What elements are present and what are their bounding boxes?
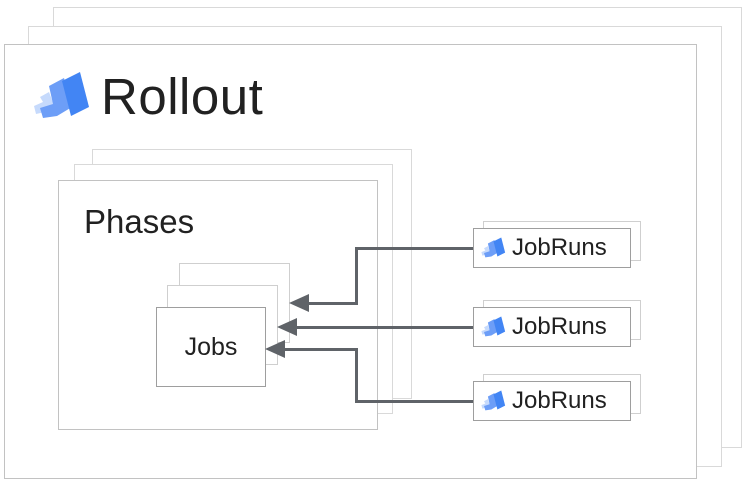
arrow3-line-horizontal-top	[282, 348, 358, 351]
arrow1-line-vertical	[355, 247, 358, 305]
arrow3-head-icon	[265, 340, 285, 358]
jobruns2-card-front: JobRuns	[473, 307, 631, 347]
arrow1-line-horizontal-top	[355, 247, 473, 250]
jobruns-label: JobRuns	[512, 313, 607, 340]
deploy-layers-icon	[33, 71, 91, 124]
arrow2-line-horizontal	[294, 326, 473, 329]
jobruns-label: JobRuns	[512, 387, 607, 414]
arrow3-line-vertical	[355, 348, 358, 403]
jobruns-label: JobRuns	[512, 234, 607, 261]
jobs-label: Jobs	[184, 332, 238, 361]
jobruns3-card-front: JobRuns	[473, 381, 631, 421]
phases-label: Phases	[84, 203, 195, 240]
arrow3-line-horizontal-bottom	[355, 400, 473, 403]
rollout-label: Rollout	[101, 68, 264, 125]
arrow1-head-icon	[289, 294, 309, 312]
deploy-layers-icon	[481, 237, 506, 260]
deploy-layers-icon	[481, 316, 506, 339]
jobs-card-front: Jobs	[156, 307, 266, 387]
arrow2-head-icon	[277, 318, 297, 336]
jobruns1-card-front: JobRuns	[473, 228, 631, 268]
arrow1-line-horizontal-bottom	[305, 302, 357, 305]
deploy-layers-icon	[481, 390, 506, 413]
